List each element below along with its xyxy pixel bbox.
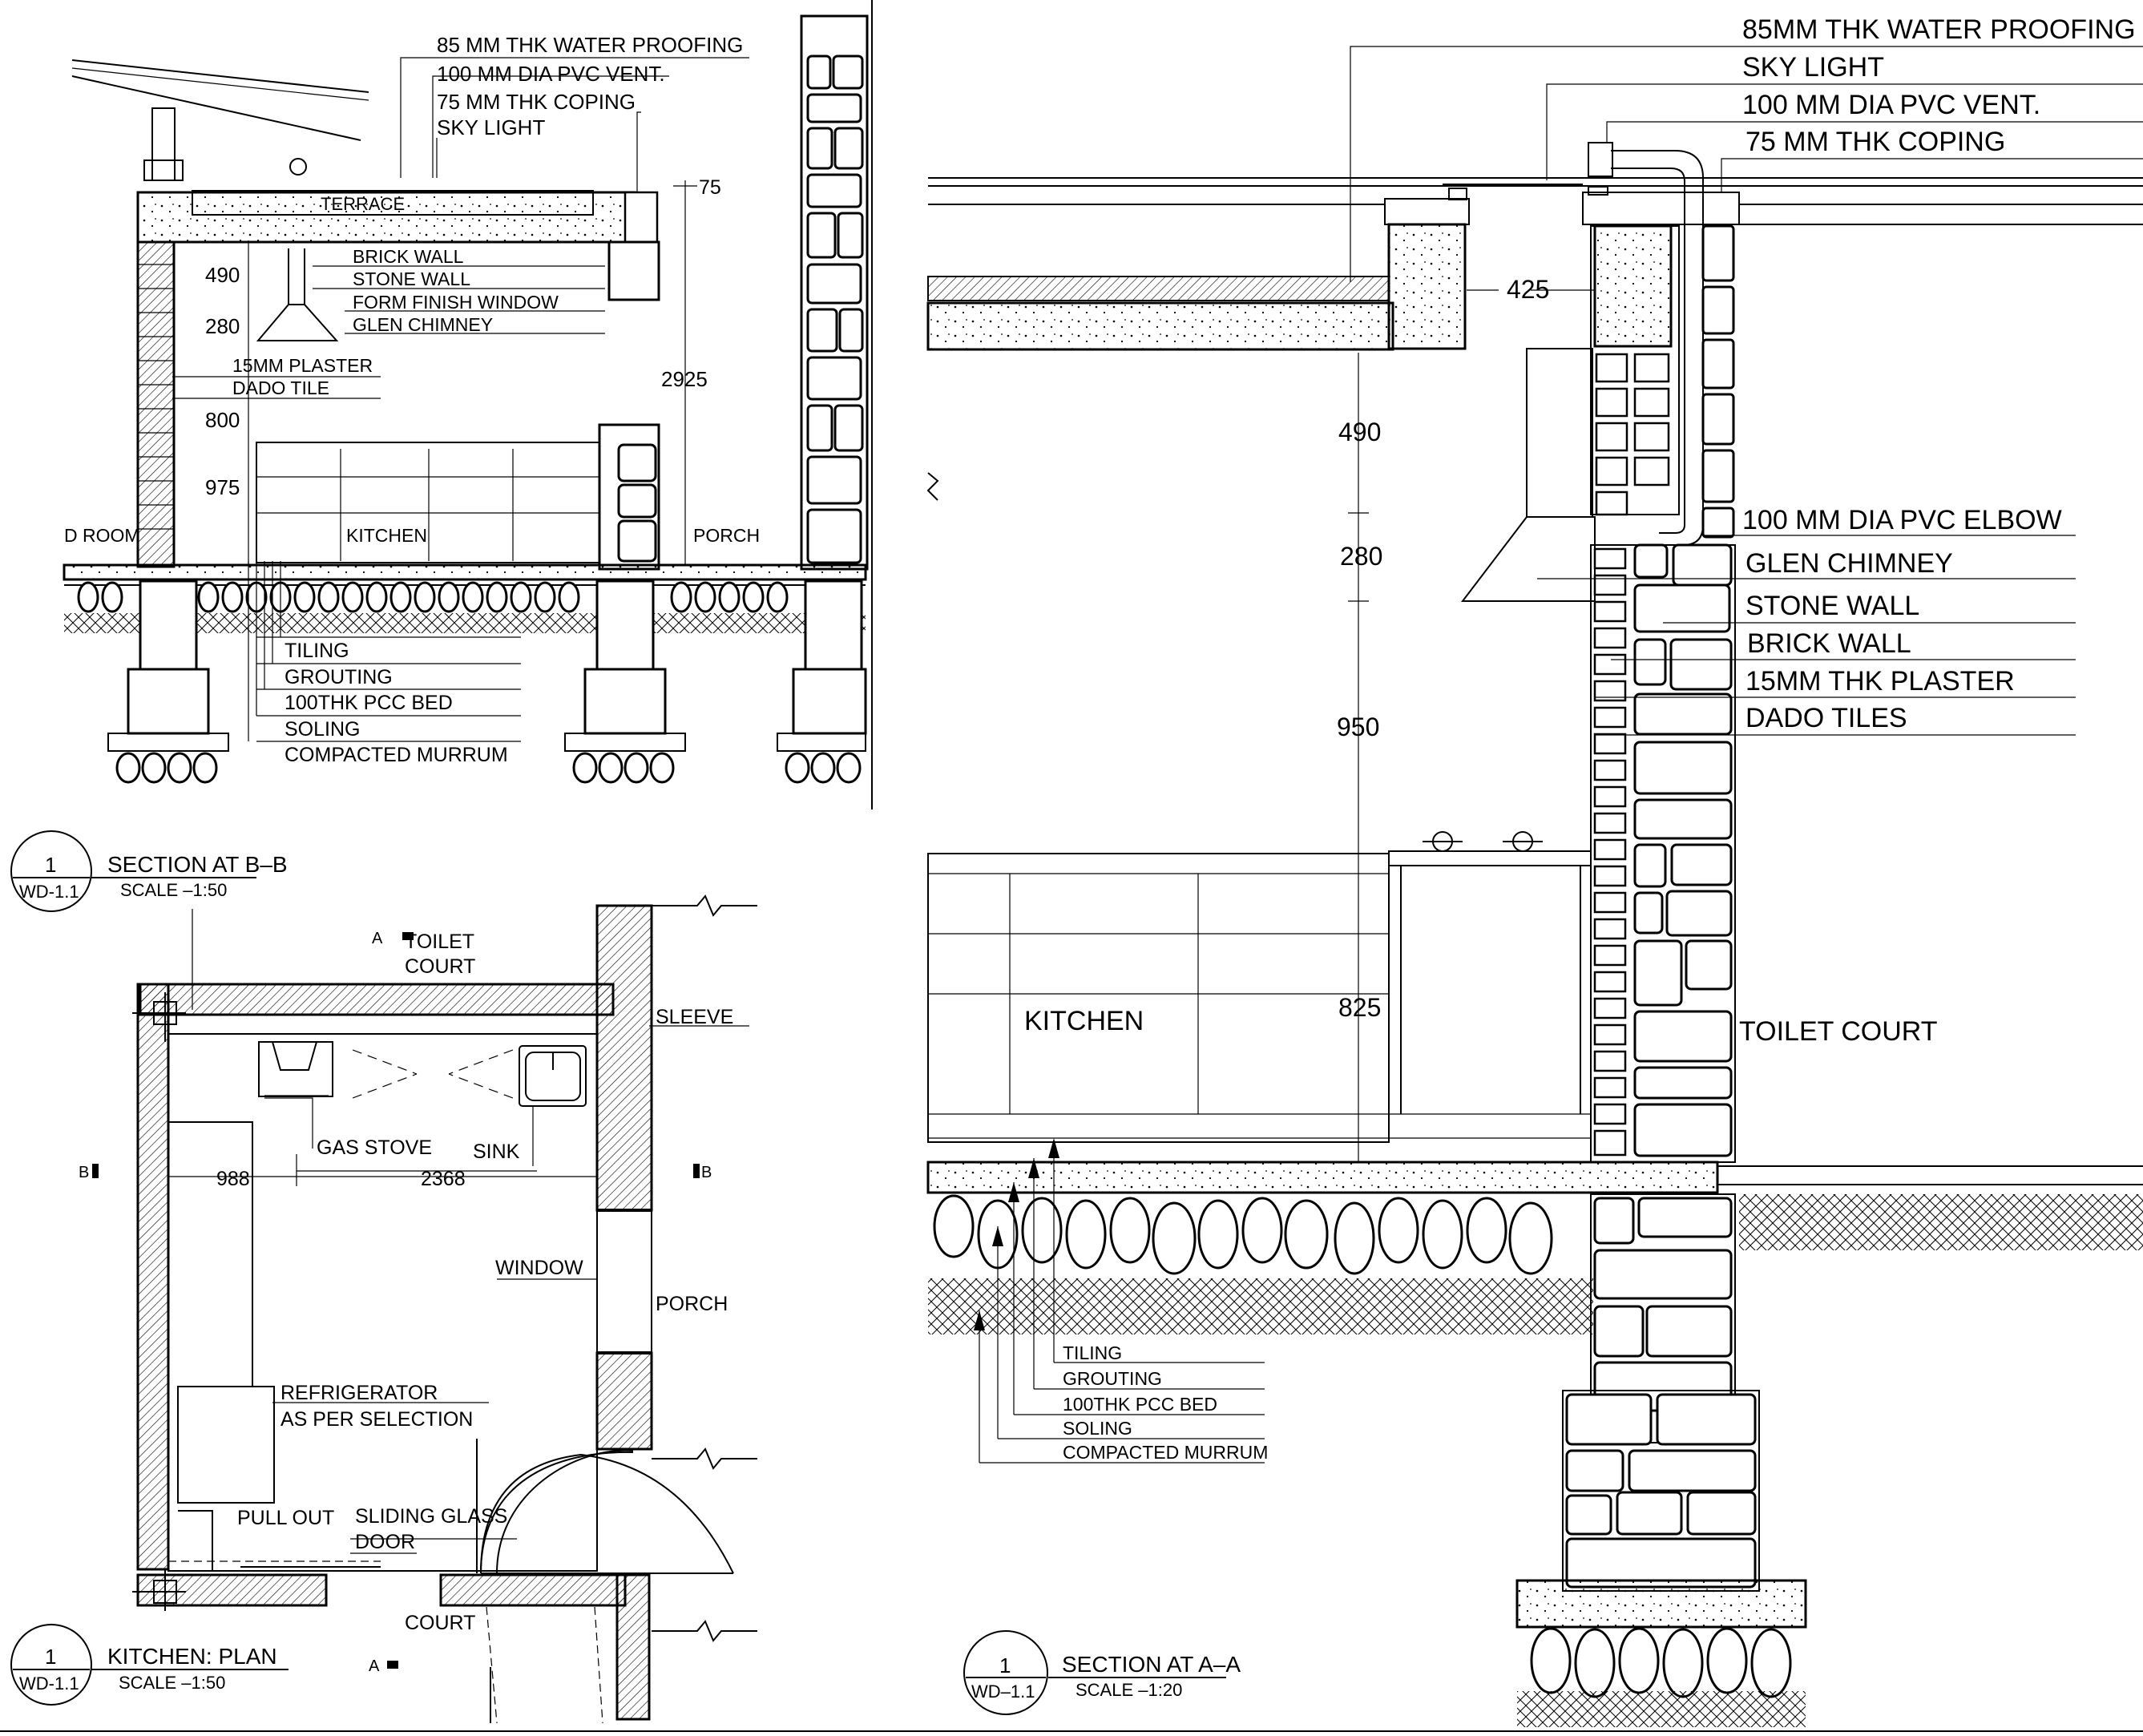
plan-dim-2368: 2368 bbox=[421, 1168, 466, 1190]
bb-title-sheet: WD-1.1 bbox=[19, 882, 79, 902]
plan-label-door: DOOR bbox=[355, 1531, 415, 1553]
aa-label-stone-wall: STONE WALL bbox=[1745, 591, 1919, 621]
bb-title-number: 1 bbox=[45, 853, 56, 877]
kitchen-plan-drawing bbox=[92, 894, 757, 1724]
plan-title-name: KITCHEN: PLAN bbox=[107, 1644, 277, 1669]
section-aa-drawing bbox=[926, 46, 2143, 1727]
plan-marker-b-right: B bbox=[701, 1164, 712, 1181]
aa-dim-425: 425 bbox=[1507, 275, 1549, 304]
bb-label-tiling: TILING bbox=[285, 640, 349, 662]
section-aa-title-block: 1 WD–1.1 SECTION AT A–A SCALE –1:20 bbox=[963, 1630, 1241, 1715]
aa-label-waterproofing: 85MM THK WATER PROOFING bbox=[1742, 14, 2136, 45]
bb-dim-490: 490 bbox=[205, 263, 240, 287]
bb-title-name: SECTION AT B–B bbox=[107, 852, 288, 877]
aa-dim-490: 490 bbox=[1338, 418, 1381, 446]
bb-dim-975: 975 bbox=[205, 475, 240, 499]
bb-label-waterproofing: 85 MM THK WATER PROOFING bbox=[437, 33, 743, 57]
section-bb-labels: 85 MM THK WATER PROOFING 100 MM DIA PVC … bbox=[64, 33, 760, 766]
aa-label-plaster: 15MM THK PLASTER bbox=[1745, 666, 2015, 696]
section-bb-drawing bbox=[63, 14, 869, 784]
aa-title-sheet: WD–1.1 bbox=[971, 1681, 1035, 1702]
plan-title-sheet: WD-1.1 bbox=[19, 1673, 79, 1694]
kitchen-plan-title-block: 1 WD-1.1 KITCHEN: PLAN SCALE –1:50 bbox=[10, 1624, 289, 1706]
aa-label-tiling: TILING bbox=[1063, 1342, 1122, 1363]
bb-label-dado: DADO TILE bbox=[232, 377, 329, 398]
bb-label-porch: PORCH bbox=[693, 525, 760, 546]
aa-title-name: SECTION AT A–A bbox=[1062, 1652, 1241, 1677]
bb-label-coping: 75 MM THK COPING bbox=[437, 90, 636, 114]
bb-label-brick-wall: BRICK WALL bbox=[353, 246, 464, 267]
kitchen-plan-labels: A TOILET COURT SLEEVE GAS STOVE SINK 988… bbox=[79, 930, 733, 1675]
plan-title-number: 1 bbox=[45, 1645, 56, 1669]
aa-title-scale: SCALE –1:20 bbox=[1076, 1680, 1182, 1700]
aa-label-skylight: SKY LIGHT bbox=[1742, 52, 1884, 83]
section-aa-labels: 85MM THK WATER PROOFING SKY LIGHT 100 MM… bbox=[1024, 14, 2136, 1463]
bb-dim-800: 800 bbox=[205, 408, 240, 432]
plan-label-court-bottom: COURT bbox=[405, 1612, 475, 1634]
bb-label-room: D ROOM bbox=[64, 525, 140, 546]
bb-label-murrum: COMPACTED MURRUM bbox=[285, 744, 508, 766]
plan-label-sliding-glass: SLIDING GLASS bbox=[355, 1505, 507, 1528]
bb-label-skylight: SKY LIGHT bbox=[437, 115, 545, 139]
aa-label-pcc: 100THK PCC BED bbox=[1063, 1394, 1217, 1415]
plan-marker-a-bottom: A bbox=[369, 1657, 380, 1675]
bb-label-vent: 100 MM DIA PVC VENT. bbox=[437, 62, 665, 86]
bb-label-pcc: 100THK PCC BED bbox=[285, 692, 453, 714]
section-bb-title-block: 1 WD-1.1 SECTION AT B–B SCALE –1:50 bbox=[10, 830, 288, 912]
aa-dim-280: 280 bbox=[1340, 542, 1382, 571]
bb-label-glen-chimney: GLEN CHIMNEY bbox=[353, 314, 493, 335]
aa-label-glen-chimney: GLEN CHIMNEY bbox=[1745, 548, 1953, 579]
aa-dim-950: 950 bbox=[1337, 713, 1379, 741]
plan-label-sleeve: SLEEVE bbox=[656, 1006, 733, 1028]
plan-label-sink: SINK bbox=[473, 1141, 520, 1163]
aa-label-brick-wall: BRICK WALL bbox=[1747, 628, 1911, 659]
bb-dim-2925: 2925 bbox=[661, 367, 708, 391]
aa-label-elbow: 100 MM DIA PVC ELBOW bbox=[1742, 505, 2062, 535]
plan-label-pull-out: PULL OUT bbox=[237, 1507, 334, 1529]
bb-label-terrace: TERRACE bbox=[321, 194, 405, 214]
plan-label-as-per-selection: AS PER SELECTION bbox=[280, 1408, 473, 1431]
bb-dim-280: 280 bbox=[205, 314, 240, 338]
aa-label-coping: 75 MM THK COPING bbox=[1745, 127, 2005, 157]
bb-label-stone-wall: STONE WALL bbox=[353, 268, 470, 289]
aa-label-kitchen: KITCHEN bbox=[1024, 1006, 1144, 1036]
aa-label-murrum: COMPACTED MURRUM bbox=[1063, 1442, 1268, 1463]
aa-label-grouting: GROUTING bbox=[1063, 1368, 1162, 1389]
aa-label-vent: 100 MM DIA PVC VENT. bbox=[1742, 90, 2040, 120]
plan-label-window: WINDOW bbox=[495, 1257, 583, 1279]
bb-title-scale: SCALE –1:50 bbox=[120, 880, 227, 900]
plan-label-porch: PORCH bbox=[656, 1293, 728, 1315]
plan-title-scale: SCALE –1:50 bbox=[119, 1673, 225, 1693]
plan-dim-988: 988 bbox=[216, 1168, 250, 1190]
bb-label-kitchen: KITCHEN bbox=[346, 525, 427, 546]
plan-label-refrigerator: REFRIGERATOR bbox=[280, 1382, 438, 1404]
bb-label-plaster: 15MM PLASTER bbox=[232, 355, 373, 376]
bb-label-form-window: FORM FINISH WINDOW bbox=[353, 292, 559, 313]
bb-label-soling: SOLING bbox=[285, 718, 360, 741]
aa-dim-825: 825 bbox=[1338, 993, 1381, 1022]
plan-marker-b-left: B bbox=[79, 1164, 89, 1181]
plan-label-toilet: TOILET bbox=[405, 931, 474, 953]
plan-label-court: COURT bbox=[405, 955, 475, 978]
aa-label-dado: DADO TILES bbox=[1745, 703, 1907, 733]
aa-title-number: 1 bbox=[999, 1653, 1011, 1677]
plan-marker-a-top: A bbox=[372, 930, 383, 947]
bb-label-grouting: GROUTING bbox=[285, 666, 393, 688]
bb-dim-75: 75 bbox=[699, 176, 721, 199]
aa-label-toilet-court: TOILET COURT bbox=[1739, 1016, 1938, 1047]
plan-label-gas-stove: GAS STOVE bbox=[317, 1136, 432, 1159]
aa-label-soling: SOLING bbox=[1063, 1418, 1132, 1439]
